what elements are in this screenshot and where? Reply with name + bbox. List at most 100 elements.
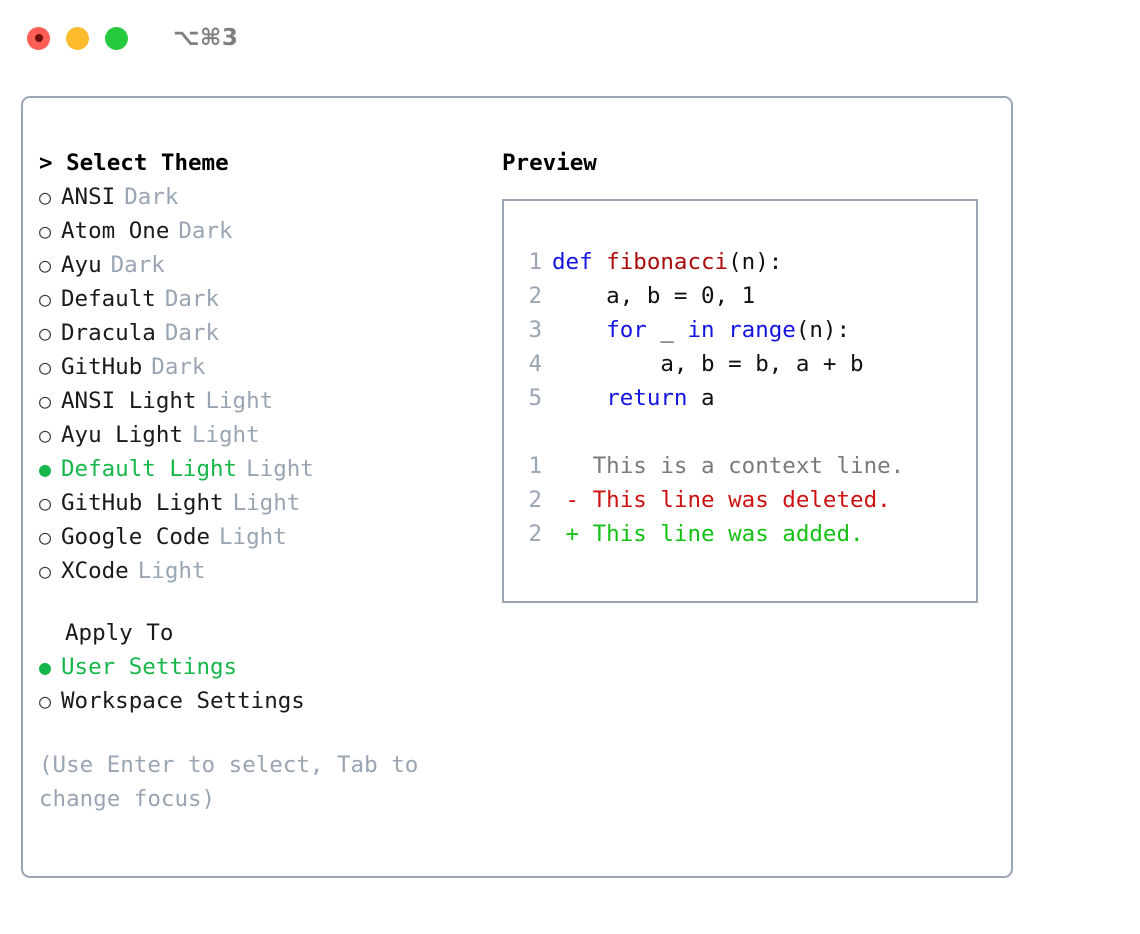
- code-token: return: [606, 385, 688, 411]
- theme-variant-tag: Dark: [124, 184, 179, 210]
- theme-option-label: Ayu Light: [61, 422, 183, 448]
- radio-unselected-icon: ○: [39, 491, 52, 515]
- maximize-window-button[interactable]: [105, 26, 128, 50]
- theme-variant-tag: Light: [191, 422, 260, 448]
- window-title: ⌥⌘3: [173, 25, 239, 51]
- diff-text: This line was added.: [592, 521, 864, 547]
- code-token: range: [728, 317, 796, 343]
- diff-spacer: [504, 415, 976, 449]
- line-number: 1: [528, 249, 542, 275]
- theme-option-label: GitHub: [61, 354, 143, 380]
- close-window-button[interactable]: [27, 26, 50, 50]
- theme-variant-tag: Dark: [151, 354, 206, 380]
- code-token: def: [552, 249, 607, 275]
- diff-text: This line was deleted.: [592, 487, 891, 513]
- apply-to-option-label: Workspace Settings: [61, 688, 305, 714]
- radio-unselected-icon: ○: [39, 559, 52, 583]
- apply-to-option-user-settings[interactable]: ● User Settings: [39, 650, 479, 684]
- code-line: 3 for _ in range(n):: [504, 313, 976, 347]
- select-theme-heading: > Select Theme: [39, 150, 229, 176]
- code-line: 4 a, b = b, a + b: [504, 347, 976, 381]
- radio-unselected-icon: ○: [39, 253, 52, 277]
- code-line: 2 a, b = 0, 1: [504, 279, 976, 313]
- code-token: _: [646, 317, 688, 343]
- theme-variant-tag: Dark: [110, 252, 165, 278]
- theme-option-github-light[interactable]: ○ GitHub Light Light: [39, 486, 479, 520]
- diff-line: 2 + This line was added.: [504, 517, 976, 551]
- minimize-window-button[interactable]: [66, 26, 89, 50]
- theme-option-label: XCode: [61, 558, 129, 584]
- theme-option-github[interactable]: ○ GitHub Dark: [39, 350, 479, 384]
- theme-variant-tag: Dark: [178, 218, 233, 244]
- code-token: in: [687, 317, 715, 343]
- theme-option-ayu-light[interactable]: ○ Ayu Light Light: [39, 418, 479, 452]
- radio-unselected-icon: ○: [39, 389, 52, 413]
- radio-unselected-icon: ○: [39, 689, 52, 713]
- theme-option-label: ANSI: [61, 184, 116, 210]
- theme-option-label: Atom One: [61, 218, 170, 244]
- theme-variant-tag: Light: [137, 558, 206, 584]
- line-number: 2: [528, 487, 542, 513]
- diff-marker: +: [552, 521, 593, 547]
- code-token: [552, 385, 606, 411]
- theme-option-default-light[interactable]: ● Default Light Light: [39, 452, 479, 486]
- line-number: 2: [528, 283, 542, 309]
- line-number: 2: [528, 521, 542, 547]
- code-token: (n):: [795, 317, 851, 343]
- code-token: fibonacci: [606, 249, 729, 275]
- apply-to-option-label: User Settings: [61, 654, 238, 680]
- diff-line: 1 This is a context line.: [504, 449, 976, 483]
- theme-option-label: GitHub Light: [61, 490, 224, 516]
- diff-line: 2 - This line was deleted.: [504, 483, 976, 517]
- code-token: [552, 317, 606, 343]
- apply-to-option-workspace-settings[interactable]: ○ Workspace Settings: [39, 684, 479, 718]
- code-token: a, b = 0, 1: [552, 283, 756, 309]
- code-token: [715, 317, 729, 343]
- radio-selected-icon: ●: [39, 655, 52, 679]
- theme-variant-tag: Light: [246, 456, 314, 482]
- theme-variant-tag: Light: [232, 490, 301, 516]
- radio-unselected-icon: ○: [39, 525, 52, 549]
- theme-option-ayu[interactable]: ○ Ayu Dark: [39, 248, 479, 282]
- title-bar: ⌥⌘3: [0, 0, 1140, 76]
- preview-heading: Preview: [502, 150, 597, 176]
- radio-unselected-icon: ○: [39, 423, 52, 447]
- theme-option-atom-one[interactable]: ○ Atom One Dark: [39, 214, 479, 248]
- theme-option-label: Ayu: [61, 252, 102, 278]
- diff-sample: 1 This is a context line.2 - This line w…: [504, 449, 976, 551]
- theme-option-label: ANSI Light: [61, 388, 197, 414]
- section-spacer: [39, 588, 479, 616]
- apply-to-list[interactable]: ● User Settings ○ Workspace Settings: [39, 650, 479, 718]
- radio-unselected-icon: ○: [39, 355, 52, 379]
- code-token: a: [687, 385, 715, 411]
- theme-option-label: Dracula: [61, 320, 156, 346]
- radio-unselected-icon: ○: [39, 321, 52, 345]
- radio-unselected-icon: ○: [39, 219, 52, 243]
- radio-unselected-icon: ○: [39, 287, 52, 311]
- theme-variant-tag: Light: [219, 524, 287, 550]
- diff-text: This is a context line.: [592, 453, 905, 479]
- line-number: 3: [528, 317, 542, 343]
- theme-option-xcode[interactable]: ○ XCode Light: [39, 554, 479, 588]
- radio-selected-icon: ●: [39, 457, 52, 481]
- code-token: for: [606, 317, 647, 343]
- apply-to-heading: Apply To: [65, 620, 174, 646]
- keyboard-hint-text: (Use Enter to select, Tab to change focu…: [39, 752, 419, 812]
- line-number: 1: [528, 453, 542, 479]
- theme-variant-tag: Dark: [164, 286, 220, 312]
- diff-marker: [552, 453, 593, 479]
- code-line: 5 return a: [504, 381, 976, 415]
- theme-option-label: Default Light: [61, 456, 238, 482]
